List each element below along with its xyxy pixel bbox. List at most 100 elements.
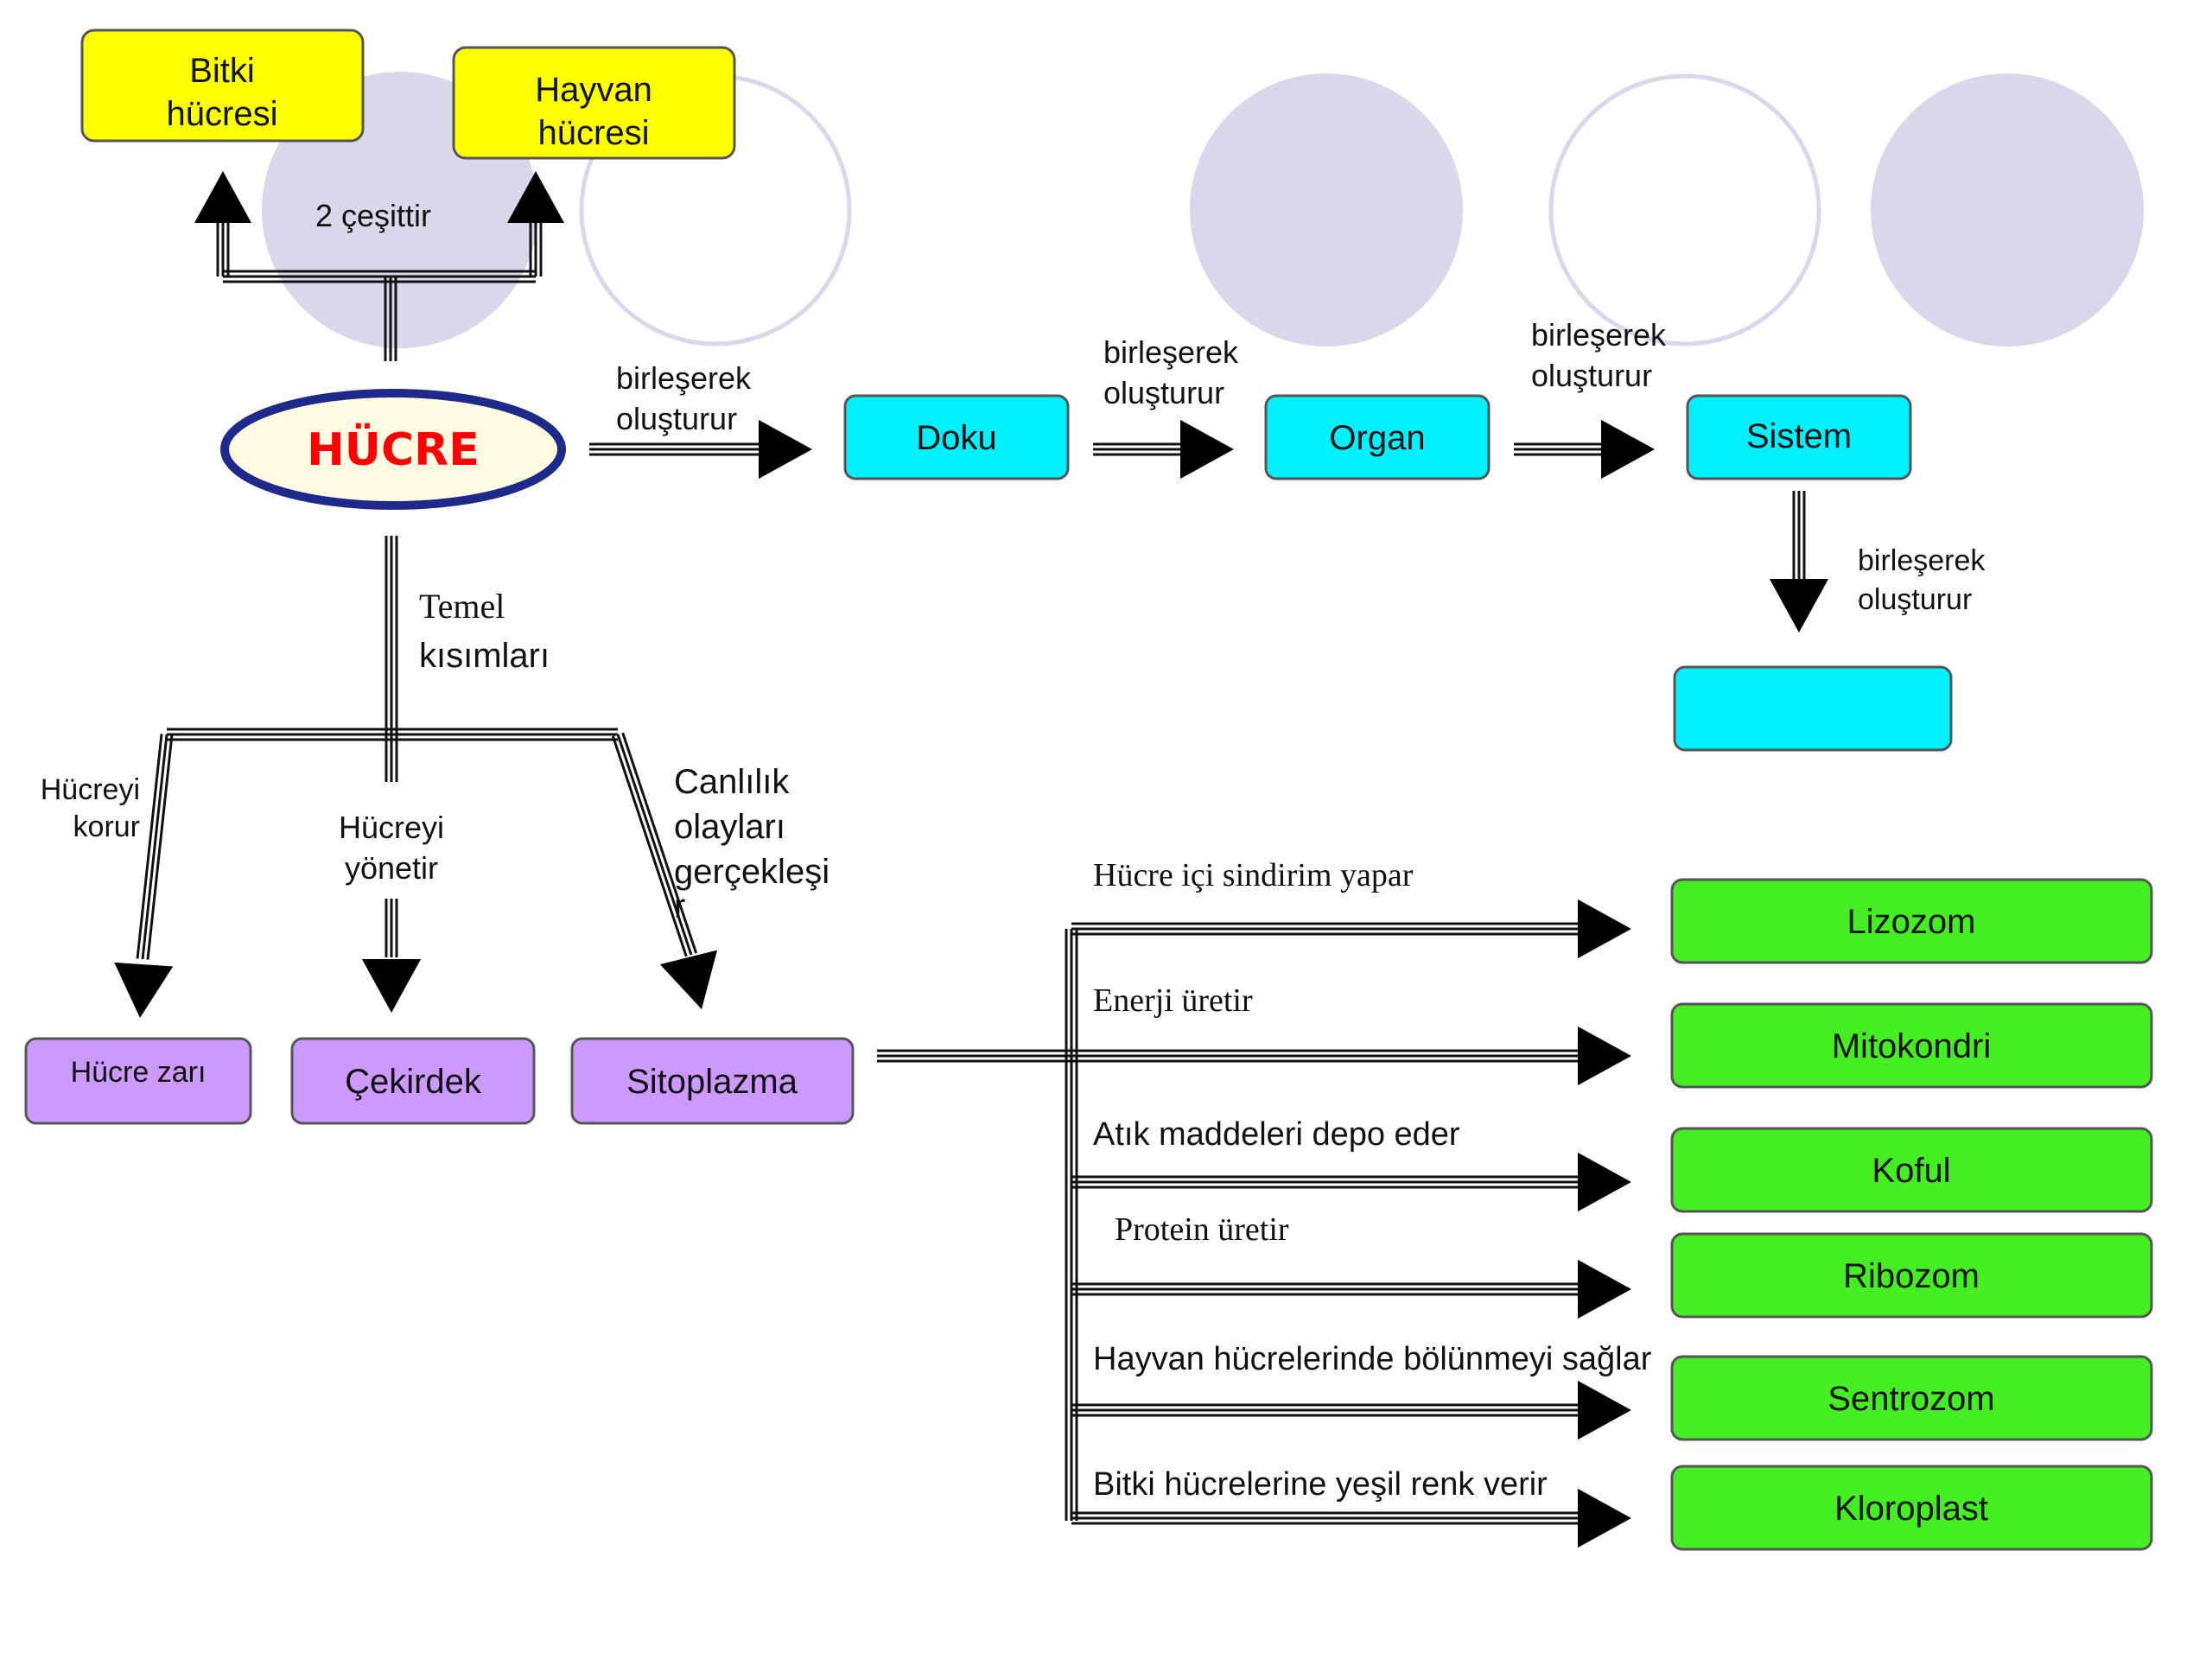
organelle-arrowhead xyxy=(1578,1380,1631,1440)
bitki-label-line2: hücresi xyxy=(167,95,278,133)
sistem-arrowhead xyxy=(1601,419,1655,480)
organism-arrowhead xyxy=(1769,579,1829,632)
sistem-down-line xyxy=(1792,491,1806,588)
decor-circle xyxy=(1190,73,1463,346)
hayvan-arrowhead xyxy=(507,171,564,223)
organelle-function-label: Bitki hücrelerine yeşil renk verir xyxy=(1093,1466,1548,1503)
organ-sistem-line xyxy=(1514,442,1607,456)
connector-lines xyxy=(136,220,1806,1525)
hucre-label: HÜCRE xyxy=(307,423,479,476)
connector-label-1b: oluşturur xyxy=(616,401,737,436)
yonetir-desc-1: Hücreyi xyxy=(339,810,444,845)
connector-label-4a: birleşerek xyxy=(1858,544,1986,577)
bitki-branch-line xyxy=(216,220,230,276)
organelle-function-label: Atık maddeleri depo eder xyxy=(1093,1116,1460,1153)
bitki-hucresi-box: Bitki hücresi xyxy=(80,29,365,143)
organ-label: Organ xyxy=(1329,419,1425,457)
temel-label: Temel xyxy=(419,587,505,626)
decor-circle xyxy=(1871,73,2144,346)
organelle-name-label: Ribozom xyxy=(1843,1257,1980,1295)
bitki-arrowhead xyxy=(194,171,251,223)
hucre-doku-line xyxy=(589,442,773,456)
organelle-function-label: Hayvan hücrelerinde bölünmeyi sağlar xyxy=(1093,1341,1652,1377)
zar-branch-line xyxy=(136,734,174,960)
organelle-name-label: Koful xyxy=(1872,1152,1950,1190)
hayvan-branch-line xyxy=(529,220,543,276)
connector-label-2b: oluşturur xyxy=(1103,375,1224,410)
hayvan-label-line2: hücresi xyxy=(538,114,650,152)
organelle-box xyxy=(1670,1232,2153,1319)
sitoplazma-arrowhead xyxy=(659,950,718,1009)
organ-arrowhead xyxy=(1180,419,1234,480)
hayvan-label-line1: Hayvan xyxy=(535,71,652,109)
organelle-arrowhead xyxy=(1578,1259,1631,1319)
organelle-function-label: Enerji üretir xyxy=(1093,982,1253,1019)
organelle-box xyxy=(1670,1002,2153,1089)
hucre-node: HÜCRE xyxy=(220,389,566,510)
types-label: 2 çeşittir xyxy=(315,198,431,233)
organelle-function-label: Protein üretir xyxy=(1115,1211,1289,1248)
bitki-label-line1: Bitki xyxy=(189,52,255,90)
organelle-row: Bitki hücrelerine yeşil renk verirKlorop… xyxy=(1093,1465,2153,1551)
kisimlari-label: kısımları xyxy=(419,637,550,675)
hucre-zari-label: Hücre zarı xyxy=(71,1056,207,1089)
organ-box: Organ xyxy=(1264,394,1491,480)
organelle-bus-line xyxy=(1065,929,1078,1521)
organelle-name-label: Lizozom xyxy=(1847,903,1976,941)
sitoplazma-box: Sitoplazma xyxy=(570,1037,855,1125)
canlilik-desc-3: gerçekleşi xyxy=(674,853,830,891)
sitoplazma-out-line xyxy=(877,1049,1071,1063)
sistem-label: Sistem xyxy=(1746,417,1852,455)
organelle-line xyxy=(1071,1049,1590,1063)
canlilik-desc-4: r xyxy=(674,887,685,925)
organelle-line xyxy=(1071,1403,1590,1417)
parts-vertical-line xyxy=(385,536,398,782)
connector-label-2a: birleşerek xyxy=(1103,334,1239,370)
sitoplazma-label: Sitoplazma xyxy=(626,1063,798,1101)
arrowheads xyxy=(114,171,1829,1548)
organelle-box xyxy=(1670,1355,2153,1441)
connector-label-1a: birleşerek xyxy=(616,360,752,396)
korur-desc-2: korur xyxy=(73,810,140,843)
organelle-arrowhead xyxy=(1578,1152,1631,1212)
canlilik-desc-1: Canlılık xyxy=(674,763,790,801)
organelle-box xyxy=(1670,1127,2153,1213)
organelle-row: Hayvan hücrelerinde bölünmeyi sağlarSent… xyxy=(1093,1341,2153,1441)
yonetir-desc-2: yönetir xyxy=(345,850,438,886)
canlilik-desc-2: olayları xyxy=(674,808,785,846)
organelle-line xyxy=(1071,1282,1590,1296)
organelle-arrowhead xyxy=(1578,1026,1631,1086)
organelle-line xyxy=(1071,1511,1590,1525)
organelle-arrowhead xyxy=(1578,1488,1631,1548)
cekirdek-label: Çekirdek xyxy=(345,1063,482,1101)
parts-horizontal-line xyxy=(167,728,618,741)
cekirdek-arrowhead xyxy=(361,959,422,1013)
doku-label: Doku xyxy=(916,419,996,457)
hayvan-hucresi-box: Hayvan hücresi xyxy=(452,46,736,160)
hucre-zari-box: Hücre zarı xyxy=(24,1037,252,1125)
connector-label-4b: oluşturur xyxy=(1858,583,1972,616)
cekirdek-box: Çekirdek xyxy=(290,1037,536,1125)
organelle-function-label: Hücre içi sindirim yapar xyxy=(1093,857,1414,893)
organelle-name-label: Sentrozom xyxy=(1827,1380,1994,1418)
doku-arrowhead xyxy=(759,419,812,480)
doku-organ-line xyxy=(1093,442,1192,456)
korur-desc-1: Hücreyi xyxy=(41,773,140,806)
organelle-name-label: Mitokondri xyxy=(1832,1027,1992,1065)
decor-circle xyxy=(1548,73,1821,346)
cekirdek-branch-line xyxy=(385,899,398,957)
connector-label-3b: oluşturur xyxy=(1531,358,1652,393)
hucre-up-line xyxy=(384,276,397,361)
blank-organism-box xyxy=(1673,665,1953,752)
organelle-box xyxy=(1670,1465,2153,1551)
sitoplazma-branch-line xyxy=(611,732,698,957)
connector-label-3a: birleşerek xyxy=(1531,317,1667,353)
zar-arrowhead xyxy=(114,962,174,1018)
doku-box: Doku xyxy=(843,394,1070,480)
